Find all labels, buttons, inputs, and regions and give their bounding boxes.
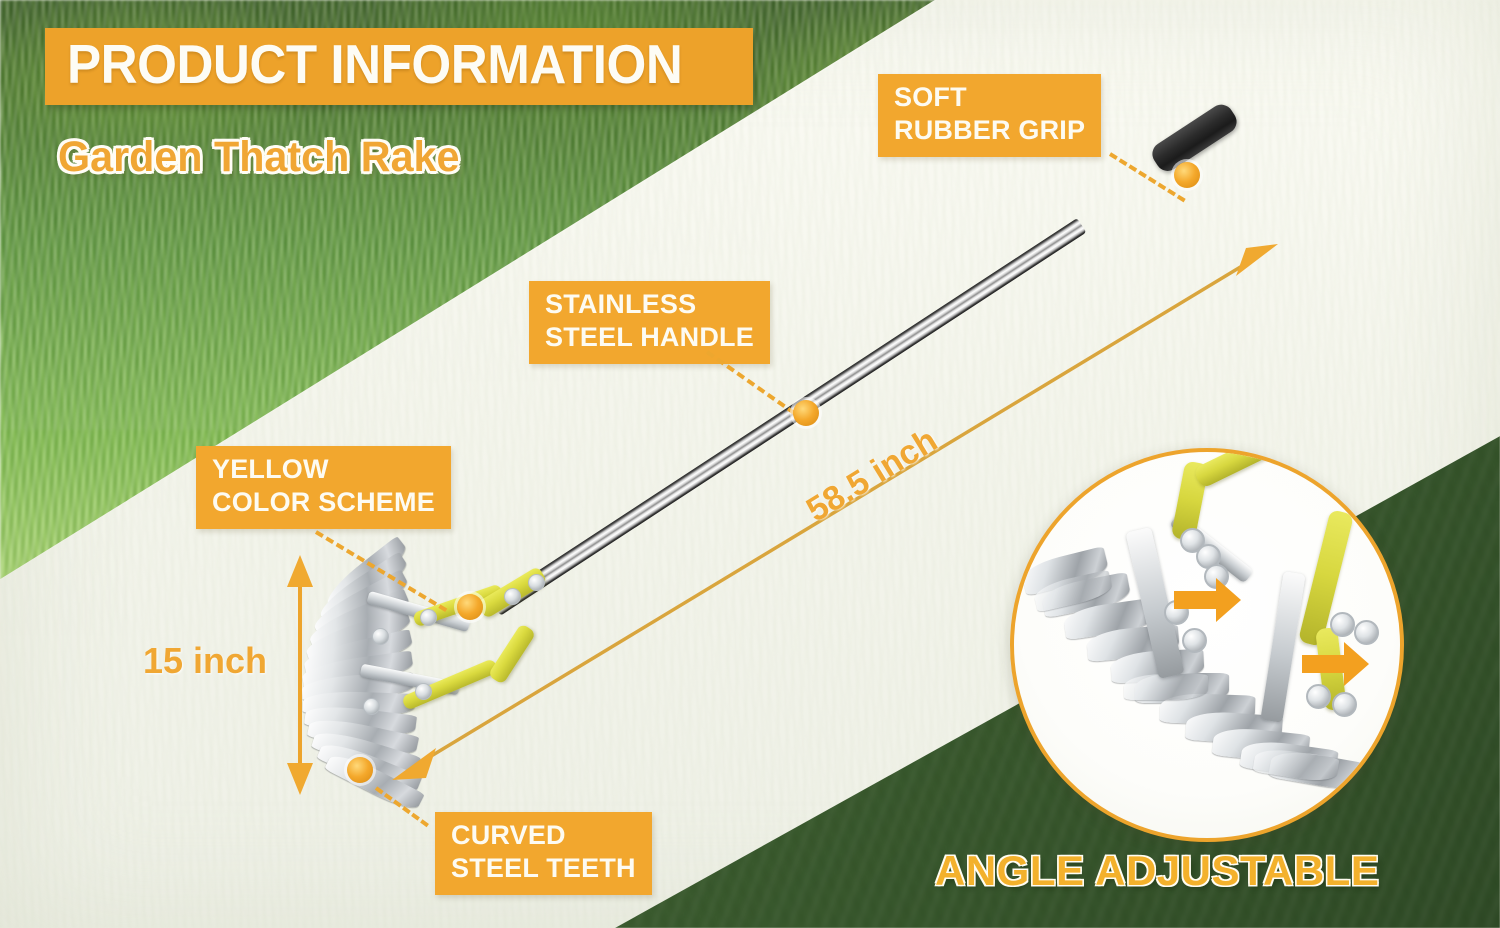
callout-rubber-grip-line1: SOFT xyxy=(894,82,967,112)
callout-rubber-grip: SOFT RUBBER GRIP xyxy=(878,74,1102,158)
marker-dot-steel-handle xyxy=(793,400,819,426)
callout-color-scheme-line1: YELLOW xyxy=(212,454,329,484)
page-title-box: PRODUCT INFORMATION xyxy=(45,28,753,105)
callout-color-scheme: YELLOW COLOR SCHEME xyxy=(196,446,451,530)
page-title: PRODUCT INFORMATION xyxy=(67,33,683,95)
callout-steel-teeth-line1: CURVED xyxy=(451,820,566,850)
adjust-arrow-lower-icon xyxy=(1302,642,1369,686)
marker-dot-steel-teeth xyxy=(347,757,373,783)
callout-color-scheme-line2: COLOR SCHEME xyxy=(212,487,435,518)
callout-steel-teeth-line2: STEEL TEETH xyxy=(451,853,636,884)
angle-adjustable-detail-inset xyxy=(1010,448,1404,842)
height-dimension-arrow xyxy=(287,555,313,795)
callout-steel-handle-line2: STEEL HANDLE xyxy=(545,322,754,353)
rake-head xyxy=(300,535,580,820)
length-dimension-arrow xyxy=(392,244,1278,780)
adjust-arrow-upper-icon xyxy=(1174,578,1241,622)
marker-dot-rubber-grip xyxy=(1174,162,1200,188)
angle-adjustable-caption: ANGLE ADJUSTABLE xyxy=(935,847,1380,894)
page-subtitle: Garden Thatch Rake xyxy=(58,133,460,181)
height-dimension-label: 15 inch xyxy=(143,640,268,681)
marker-dot-color-scheme xyxy=(457,594,483,620)
callout-steel-handle-line1: STAINLESS xyxy=(545,289,697,319)
callout-steel-teeth: CURVED STEEL TEETH xyxy=(435,812,652,896)
callout-rubber-grip-line2: RUBBER GRIP xyxy=(894,115,1086,146)
callout-steel-handle: STAINLESS STEEL HANDLE xyxy=(529,281,770,365)
